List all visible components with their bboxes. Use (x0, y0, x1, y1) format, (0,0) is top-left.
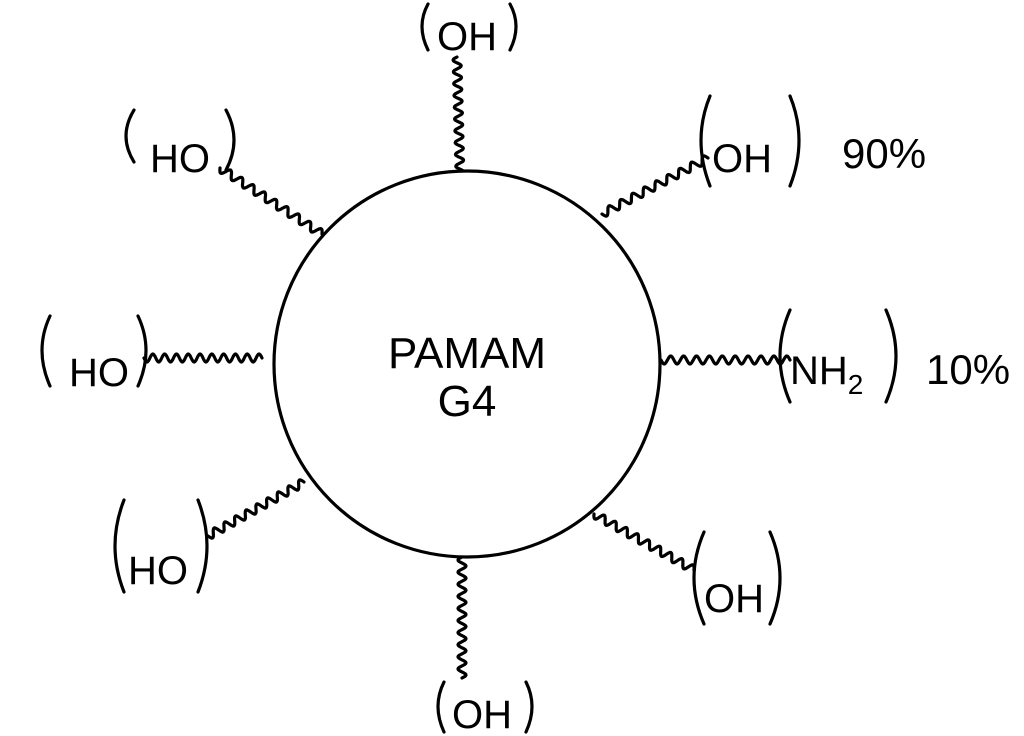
group-label: NH2 (790, 349, 863, 400)
core-label-line2: G4 (438, 377, 497, 426)
nh2-percentage-label: 10% (926, 346, 1010, 393)
group-label: OH (452, 693, 512, 736)
terminal-group-top-right: OH (699, 94, 801, 188)
terminal-group-bottom-left: HO (113, 498, 209, 594)
paren-open (420, 2, 430, 52)
paren-close (524, 680, 534, 734)
paren-close (788, 94, 801, 188)
core-label-line1: PAMAM (388, 329, 546, 378)
oh-percentage-label: 90% (842, 130, 926, 177)
paren-open (124, 108, 136, 164)
paren-close (508, 2, 518, 52)
paren-close (136, 314, 148, 388)
terminal-group-top: OH (420, 2, 518, 59)
linker-top-left (218, 166, 324, 236)
group-label: HO (128, 549, 188, 593)
linker-bottom-right (592, 512, 696, 572)
paren-open (113, 498, 126, 594)
paren-close (884, 308, 898, 404)
paren-close (224, 108, 236, 172)
terminal-group-bottom: OH (436, 680, 534, 736)
linker-right (659, 354, 792, 366)
linker-top-right (600, 154, 710, 218)
terminal-group-left: HO (40, 314, 148, 395)
group-label: HO (69, 351, 129, 395)
linker-bottom-left (206, 478, 306, 540)
group-label: HO (150, 137, 210, 181)
linker-bottom (456, 555, 468, 680)
linker-top (451, 55, 466, 177)
paren-open (436, 680, 446, 734)
paren-open (778, 308, 792, 404)
group-label: OH (704, 577, 764, 621)
group-label: OH (437, 15, 497, 59)
group-label: OH (712, 137, 772, 181)
paren-open (699, 94, 712, 188)
dendrimer-core (272, 169, 662, 559)
paren-close (196, 498, 209, 594)
group-subscript: 2 (848, 369, 864, 400)
terminal-group-right: NH2 (778, 308, 898, 404)
terminal-group-top-left: HO (124, 108, 236, 181)
paren-close (768, 530, 782, 626)
paren-open (692, 530, 706, 626)
group-main-text: NH (790, 349, 848, 393)
paren-open (40, 314, 52, 388)
linker-left (142, 352, 264, 364)
terminal-group-bottom-right: OH (692, 530, 782, 626)
